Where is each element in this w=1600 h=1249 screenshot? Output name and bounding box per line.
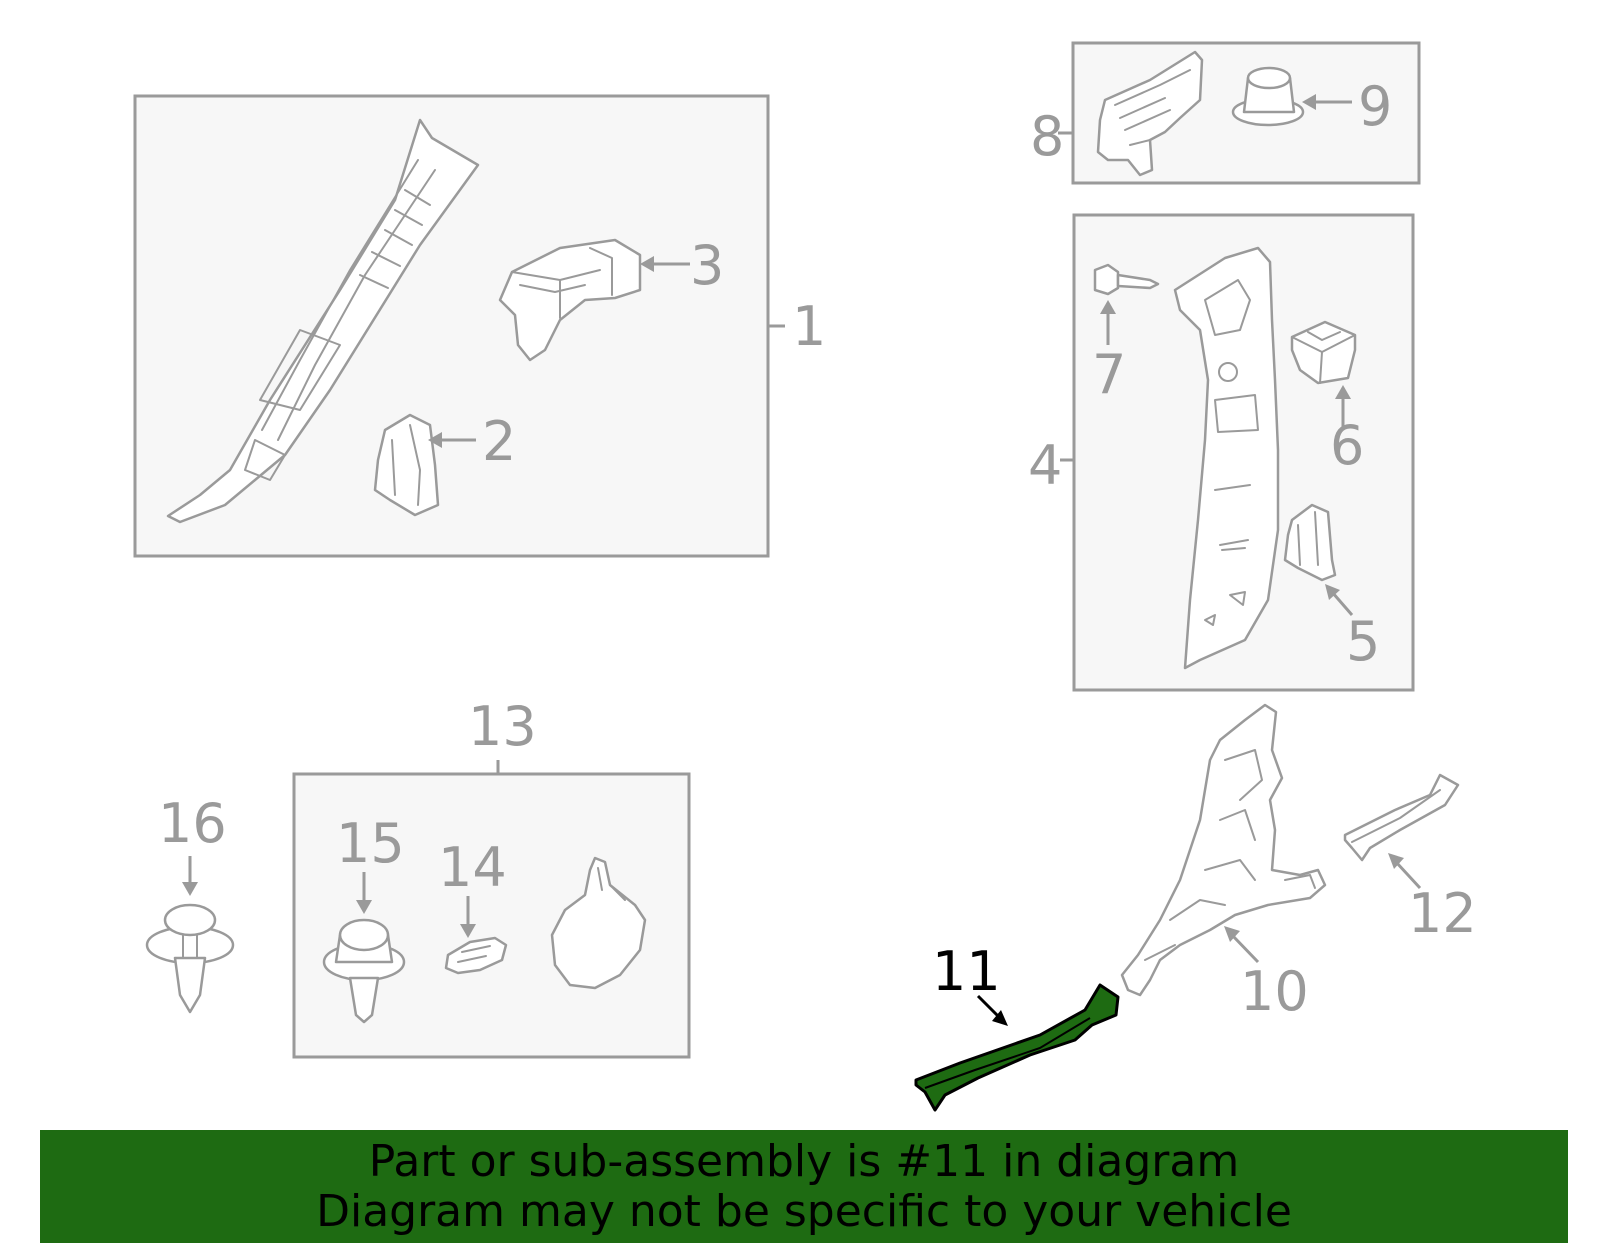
callout-15-leader bbox=[356, 872, 372, 914]
callout-11[interactable]: 11 bbox=[932, 940, 1001, 1003]
callout-1[interactable]: 1 bbox=[792, 295, 826, 358]
callout-14[interactable]: 14 bbox=[438, 836, 507, 899]
part-10-b-pillar-lower-trim[interactable] bbox=[1120, 703, 1327, 997]
part-11-scuff-plate-highlighted[interactable] bbox=[914, 983, 1120, 1112]
callout-6-leader bbox=[1335, 385, 1351, 430]
callout-12-leader bbox=[1388, 853, 1422, 890]
callout-3[interactable]: 3 bbox=[690, 234, 724, 297]
callout-3-leader bbox=[640, 256, 690, 272]
callout-7-leader bbox=[1100, 300, 1116, 345]
part-16-push-clip[interactable] bbox=[145, 903, 235, 1014]
callout-2-leader bbox=[428, 432, 476, 448]
part-6-clip-nut[interactable] bbox=[1290, 320, 1357, 385]
callout-9-leader bbox=[1302, 94, 1352, 110]
callout-5[interactable]: 5 bbox=[1346, 610, 1380, 673]
part-15-push-clip[interactable] bbox=[322, 918, 406, 1024]
part-12-scuff-plate[interactable] bbox=[1343, 773, 1460, 862]
callout-15[interactable]: 15 bbox=[336, 812, 405, 875]
callout-12[interactable]: 12 bbox=[1408, 882, 1477, 945]
callout-9[interactable]: 9 bbox=[1358, 75, 1392, 138]
callout-16[interactable]: 16 bbox=[158, 792, 227, 855]
banner-line-2: Diagram may not be specific to your vehi… bbox=[316, 1185, 1292, 1237]
callout-6[interactable]: 6 bbox=[1330, 414, 1364, 477]
callout-5-leader bbox=[1325, 584, 1354, 616]
callout-7[interactable]: 7 bbox=[1092, 343, 1126, 406]
callout-11-leader bbox=[976, 994, 1008, 1026]
callout-10[interactable]: 10 bbox=[1240, 960, 1309, 1023]
part-5-clip[interactable] bbox=[1283, 503, 1337, 582]
part-7-screw[interactable] bbox=[1093, 263, 1160, 296]
info-banner: Part or sub-assembly is #11 in diagram D… bbox=[40, 1130, 1568, 1243]
part-9-grommet[interactable] bbox=[1231, 66, 1305, 127]
callout-14-leader bbox=[460, 896, 476, 938]
banner-line-1: Part or sub-assembly is #11 in diagram bbox=[368, 1135, 1240, 1187]
callout-4[interactable]: 4 bbox=[1028, 434, 1062, 497]
part-3-clip[interactable] bbox=[498, 238, 642, 362]
part-14-cap[interactable] bbox=[444, 936, 508, 975]
part-4-b-pillar-upper-trim[interactable] bbox=[1173, 246, 1280, 670]
callout-16-leader bbox=[182, 856, 198, 896]
part-8-bracket[interactable] bbox=[1096, 50, 1204, 177]
callout-10-leader bbox=[1224, 926, 1260, 964]
callout-2[interactable]: 2 bbox=[482, 410, 516, 473]
callout-8[interactable]: 8 bbox=[1030, 105, 1064, 168]
part-13-cover[interactable] bbox=[550, 856, 647, 990]
part-1-a-pillar-trim[interactable] bbox=[166, 118, 480, 524]
callout-13[interactable]: 13 bbox=[468, 695, 537, 758]
part-2-clip[interactable] bbox=[373, 413, 440, 517]
